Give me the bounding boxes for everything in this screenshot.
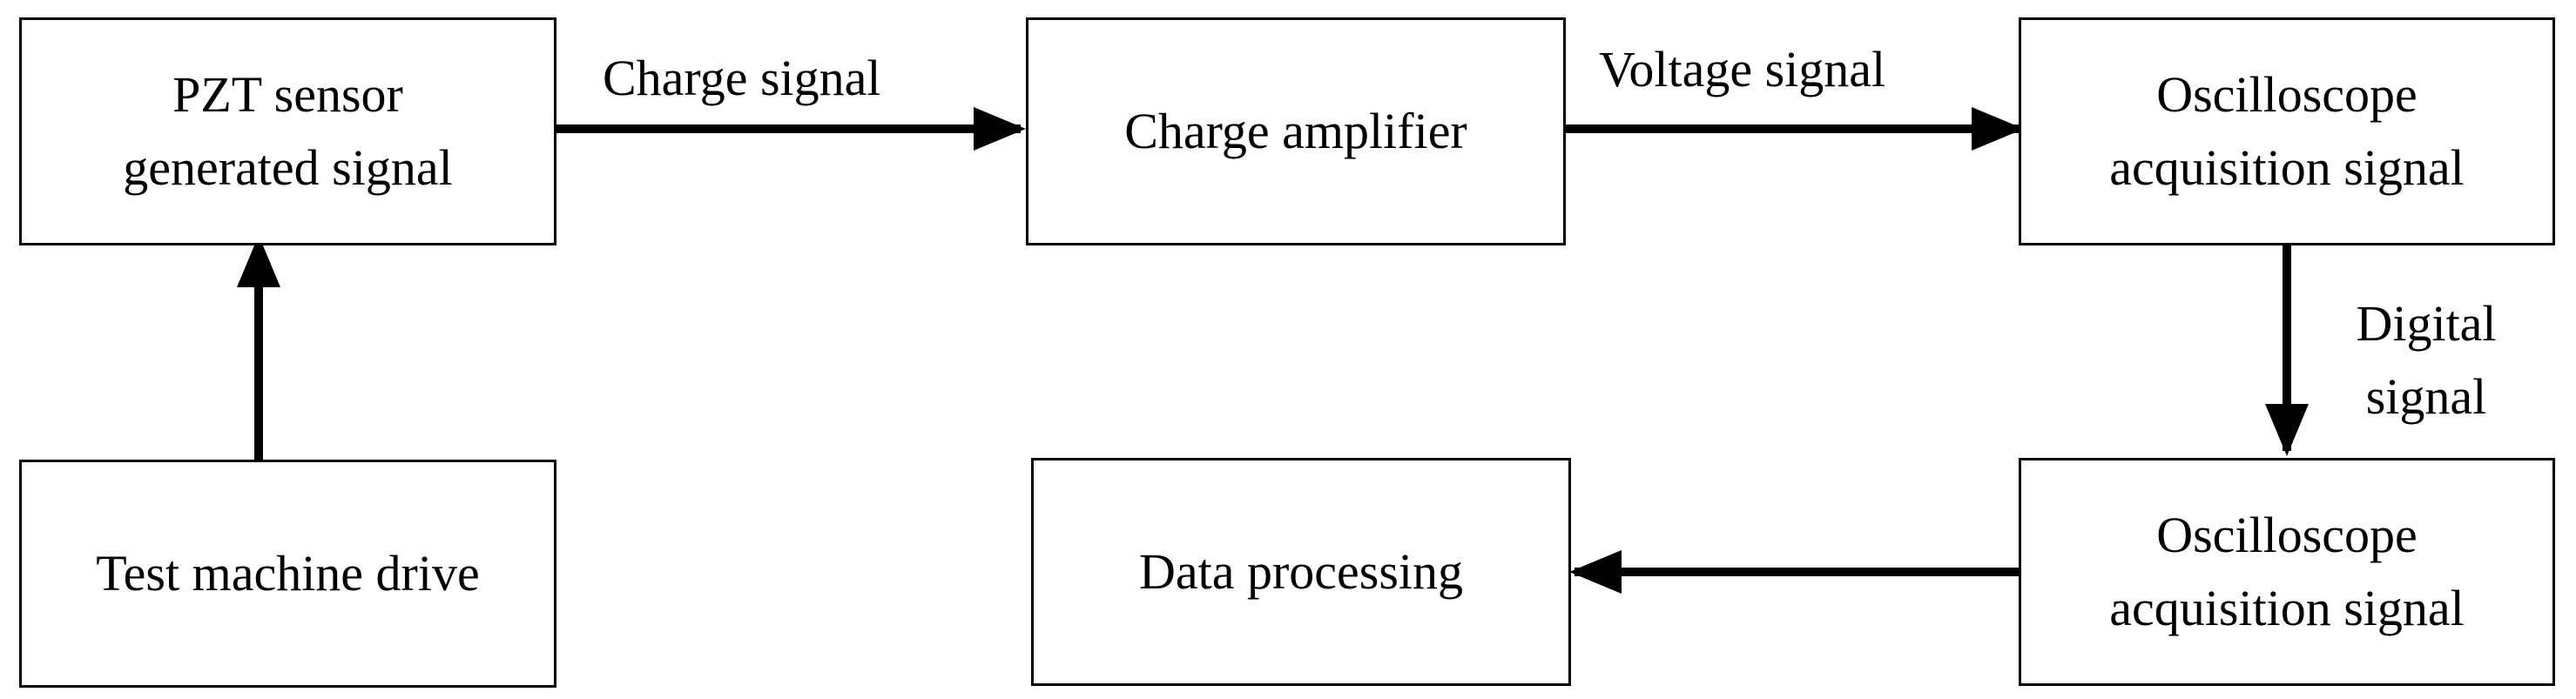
node-oscilloscope-bottom-line-2: acquisition signal <box>2109 580 2465 636</box>
node-pzt-sensor-line-1: PZT sensor <box>172 66 403 123</box>
edge-label-digital-signal-line-2: signal <box>2365 368 2487 425</box>
edge-label-digital-signal: Digital signal <box>2339 287 2513 434</box>
node-pzt-sensor: PZT sensor generated signal <box>19 17 556 245</box>
edge-label-voltage-signal: Voltage signal <box>1599 41 1886 97</box>
node-test-machine-label: Test machine drive <box>96 545 480 602</box>
node-pzt-sensor-line-2: generated signal <box>123 139 453 196</box>
node-oscilloscope-bottom: Oscilloscope acquisition signal <box>2019 458 2555 686</box>
node-charge-amplifier-label: Charge amplifier <box>1124 103 1467 159</box>
edge-label-charge-signal: Charge signal <box>603 50 881 106</box>
node-charge-amplifier: Charge amplifier <box>1026 17 1566 245</box>
node-oscilloscope-top: Oscilloscope acquisition signal <box>2019 17 2555 245</box>
node-oscilloscope-top-line-2: acquisition signal <box>2109 139 2465 196</box>
node-data-processing: Data processing <box>1031 458 1571 686</box>
node-oscilloscope-top-line-1: Oscilloscope <box>2156 66 2418 123</box>
node-data-processing-label: Data processing <box>1138 543 1464 600</box>
node-test-machine: Test machine drive <box>19 460 556 688</box>
edge-label-digital-signal-line-1: Digital <box>2356 295 2497 352</box>
node-oscilloscope-bottom-line-1: Oscilloscope <box>2156 507 2418 563</box>
